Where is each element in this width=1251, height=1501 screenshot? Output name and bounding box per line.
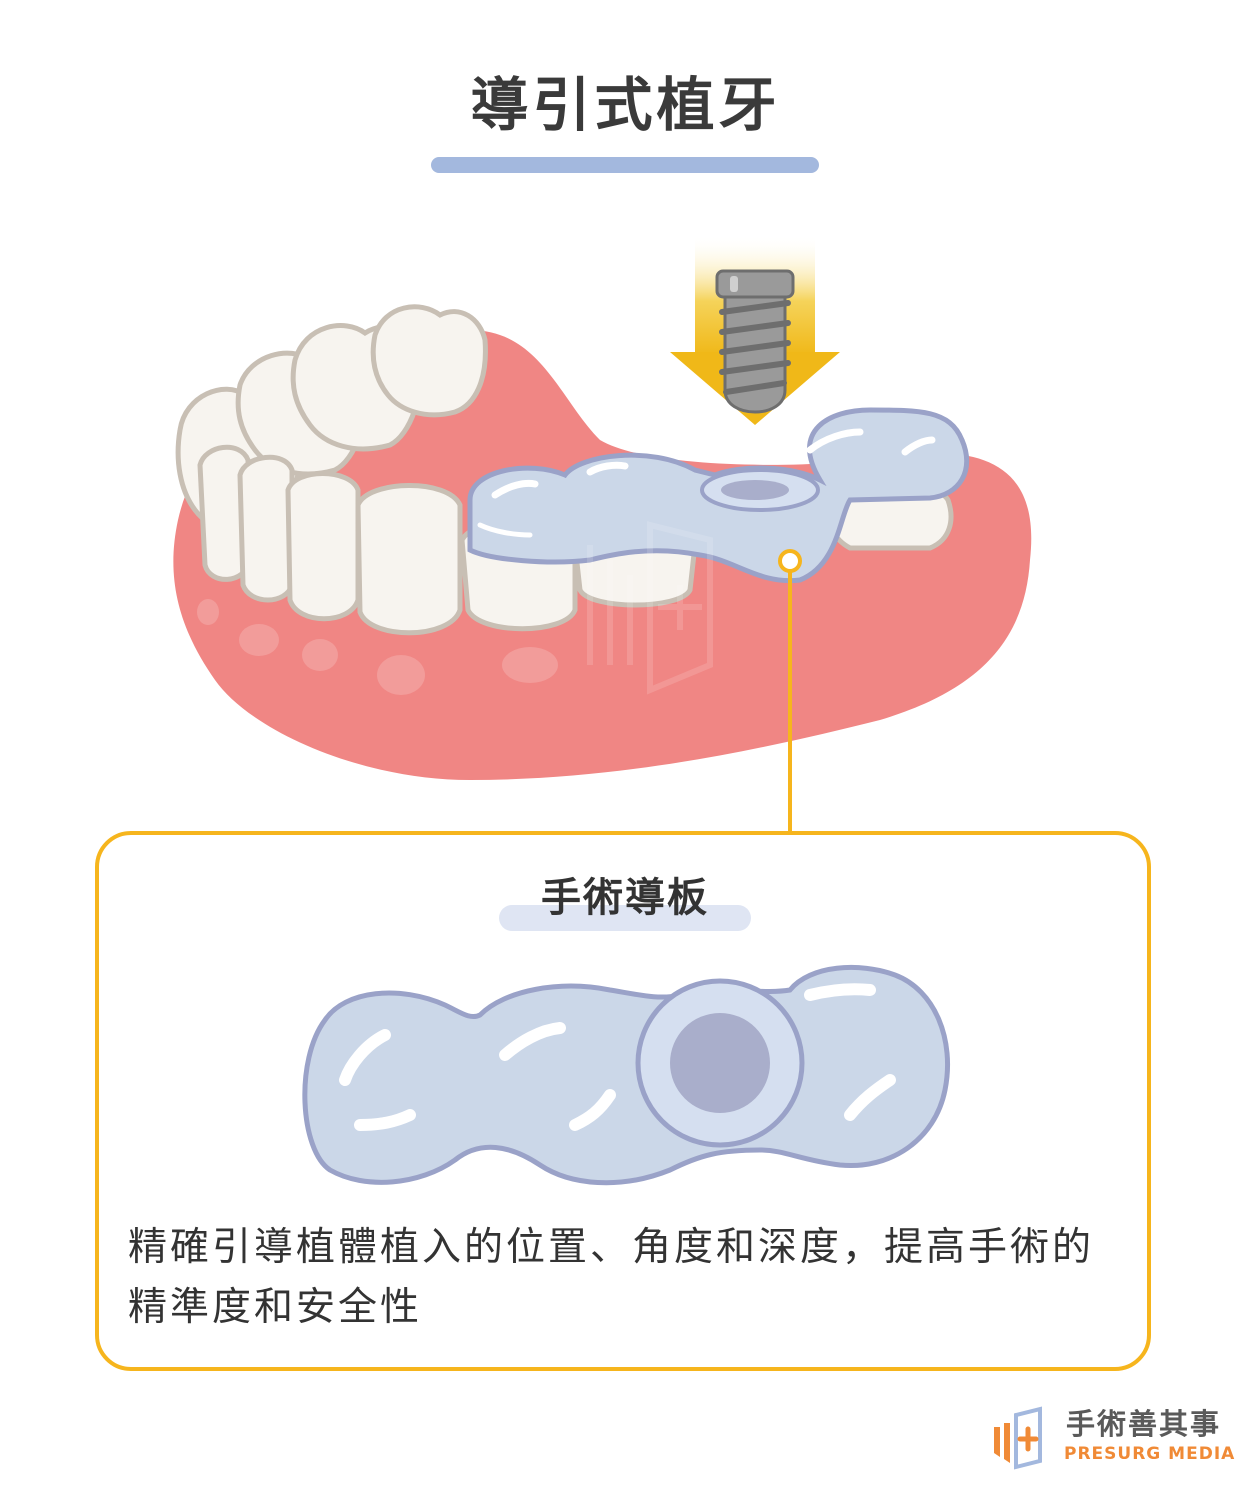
surgical-guide-on-teeth xyxy=(467,407,970,584)
page-title: 導引式植牙 xyxy=(470,71,781,139)
watermark-logo xyxy=(587,521,713,695)
callout-label: 手術導板 xyxy=(541,875,709,921)
brand-logo-icon xyxy=(994,1406,1042,1470)
callout-dot xyxy=(778,549,802,573)
implant-screw-icon xyxy=(715,269,795,414)
brand-subname: PRESURG MEDIA xyxy=(1064,1444,1236,1464)
title-underline xyxy=(431,157,819,173)
back-teeth xyxy=(175,304,488,537)
callout-label-underline xyxy=(499,905,751,931)
callout-description: 精確引導植體植入的位置、角度和深度，提高手術的精準度和安全性 xyxy=(128,1225,1095,1330)
brand-name: 手術善其事 xyxy=(1066,1407,1222,1441)
